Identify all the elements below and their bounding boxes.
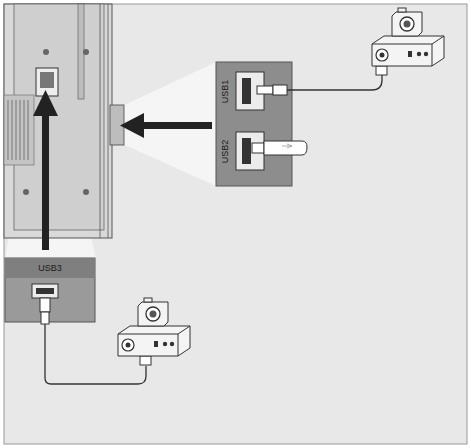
port-label: USB3 <box>38 264 62 273</box>
port-label: USB2 <box>221 139 230 163</box>
port-label: USB1 <box>221 79 230 103</box>
